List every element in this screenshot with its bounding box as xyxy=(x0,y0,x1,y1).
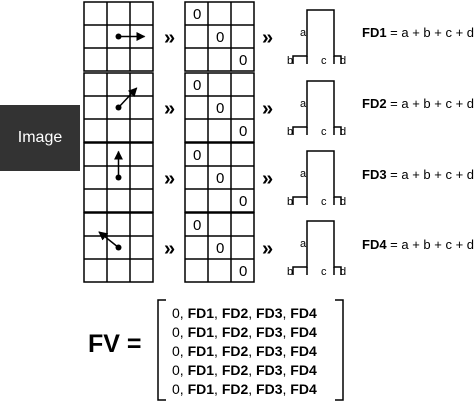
row4-histogram xyxy=(292,220,342,275)
row3-hist-label-b: b xyxy=(287,196,293,208)
row1-hist-label-c: c xyxy=(321,55,327,67)
row2-hist-label-d: d xyxy=(340,126,346,138)
row3-values-grid xyxy=(184,142,255,213)
row1-histogram xyxy=(292,9,342,64)
fd2-formula: = a + b + c + d xyxy=(386,96,474,111)
fv-row-5: 0, FD1, FD2, FD3, FD4 xyxy=(172,381,317,397)
row2-hist-label-c: c xyxy=(321,126,327,138)
row2-cell-value: 0 xyxy=(216,100,224,117)
row3-chevron-1: » xyxy=(164,168,175,190)
fd3-equation: FD3 = a + b + c + d xyxy=(362,167,474,182)
fd1-name: FD1 xyxy=(362,25,387,40)
row3-histogram xyxy=(292,150,342,205)
fv-left-bracket xyxy=(157,299,166,401)
fd2-equation: FD2 = a + b + c + d xyxy=(362,96,474,111)
row4-cell-value: 0 xyxy=(193,217,201,234)
row1-hist-label-d: d xyxy=(340,55,346,67)
row2-cell-value: 0 xyxy=(193,77,201,94)
row2-chevron-1: » xyxy=(164,98,175,120)
row3-cell-value: 0 xyxy=(239,193,247,210)
row2-hist-label-b: b xyxy=(287,126,293,138)
fv-row-4: 0, FD1, FD2, FD3, FD4 xyxy=(172,362,317,378)
row4-chevron-2: » xyxy=(262,238,273,260)
fd3-formula: = a + b + c + d xyxy=(386,167,474,182)
row2-gradient-arrow xyxy=(117,87,138,109)
row4-hist-label-d: d xyxy=(340,266,346,278)
row2-histogram xyxy=(292,80,342,135)
row2-cell-value: 0 xyxy=(239,123,247,140)
row1-chevron-2: » xyxy=(262,27,273,49)
row3-chevron-2: » xyxy=(262,168,273,190)
image-label: Image xyxy=(17,129,63,146)
row4-gradient-arrow xyxy=(98,231,119,249)
fd4-formula: = a + b + c + d xyxy=(386,237,474,252)
fv-row-3: 0, FD1, FD2, FD3, FD4 xyxy=(172,343,317,359)
fd1-formula: = a + b + c + d xyxy=(386,25,474,40)
row1-values-grid xyxy=(184,1,255,72)
row4-hist-label-a: a xyxy=(300,238,307,250)
row2-values-grid xyxy=(184,72,255,143)
fd2-name: FD2 xyxy=(362,96,387,111)
row1-chevron-1: » xyxy=(164,27,175,49)
fd3-name: FD3 xyxy=(362,167,387,182)
fd4-name: FD4 xyxy=(362,237,387,252)
fv-row-2: 0, FD1, FD2, FD3, FD4 xyxy=(172,324,317,340)
fv-right-bracket xyxy=(335,299,344,401)
row1-cell-value: 0 xyxy=(239,52,247,69)
row4-cell-value: 0 xyxy=(216,240,224,257)
row1-cell-value: 0 xyxy=(193,6,201,23)
fv-row-1: 0, FD1, FD2, FD3, FD4 xyxy=(172,305,317,321)
fd4-equation: FD4 = a + b + c + d xyxy=(362,237,474,252)
row3-hist-label-d: d xyxy=(340,196,346,208)
row1-hist-label-b: b xyxy=(287,55,293,67)
row4-values-grid xyxy=(184,212,255,283)
row3-hist-label-c: c xyxy=(321,196,327,208)
row4-cell-value: 0 xyxy=(239,263,247,280)
image-box: Image xyxy=(0,105,80,171)
row3-hist-label-a: a xyxy=(300,168,307,180)
fv-label: FV = xyxy=(88,330,142,358)
row3-cell-value: 0 xyxy=(216,170,224,187)
row4-hist-label-c: c xyxy=(321,266,327,278)
row1-hist-label-a: a xyxy=(300,27,307,39)
row3-cell-value: 0 xyxy=(193,147,201,164)
row1-cell-value: 0 xyxy=(216,29,224,46)
row2-chevron-2: » xyxy=(262,98,273,120)
row2-hist-label-a: a xyxy=(300,98,307,110)
row4-hist-label-b: b xyxy=(287,266,293,278)
row4-chevron-1: » xyxy=(164,238,175,260)
fd1-equation: FD1 = a + b + c + d xyxy=(362,25,474,40)
